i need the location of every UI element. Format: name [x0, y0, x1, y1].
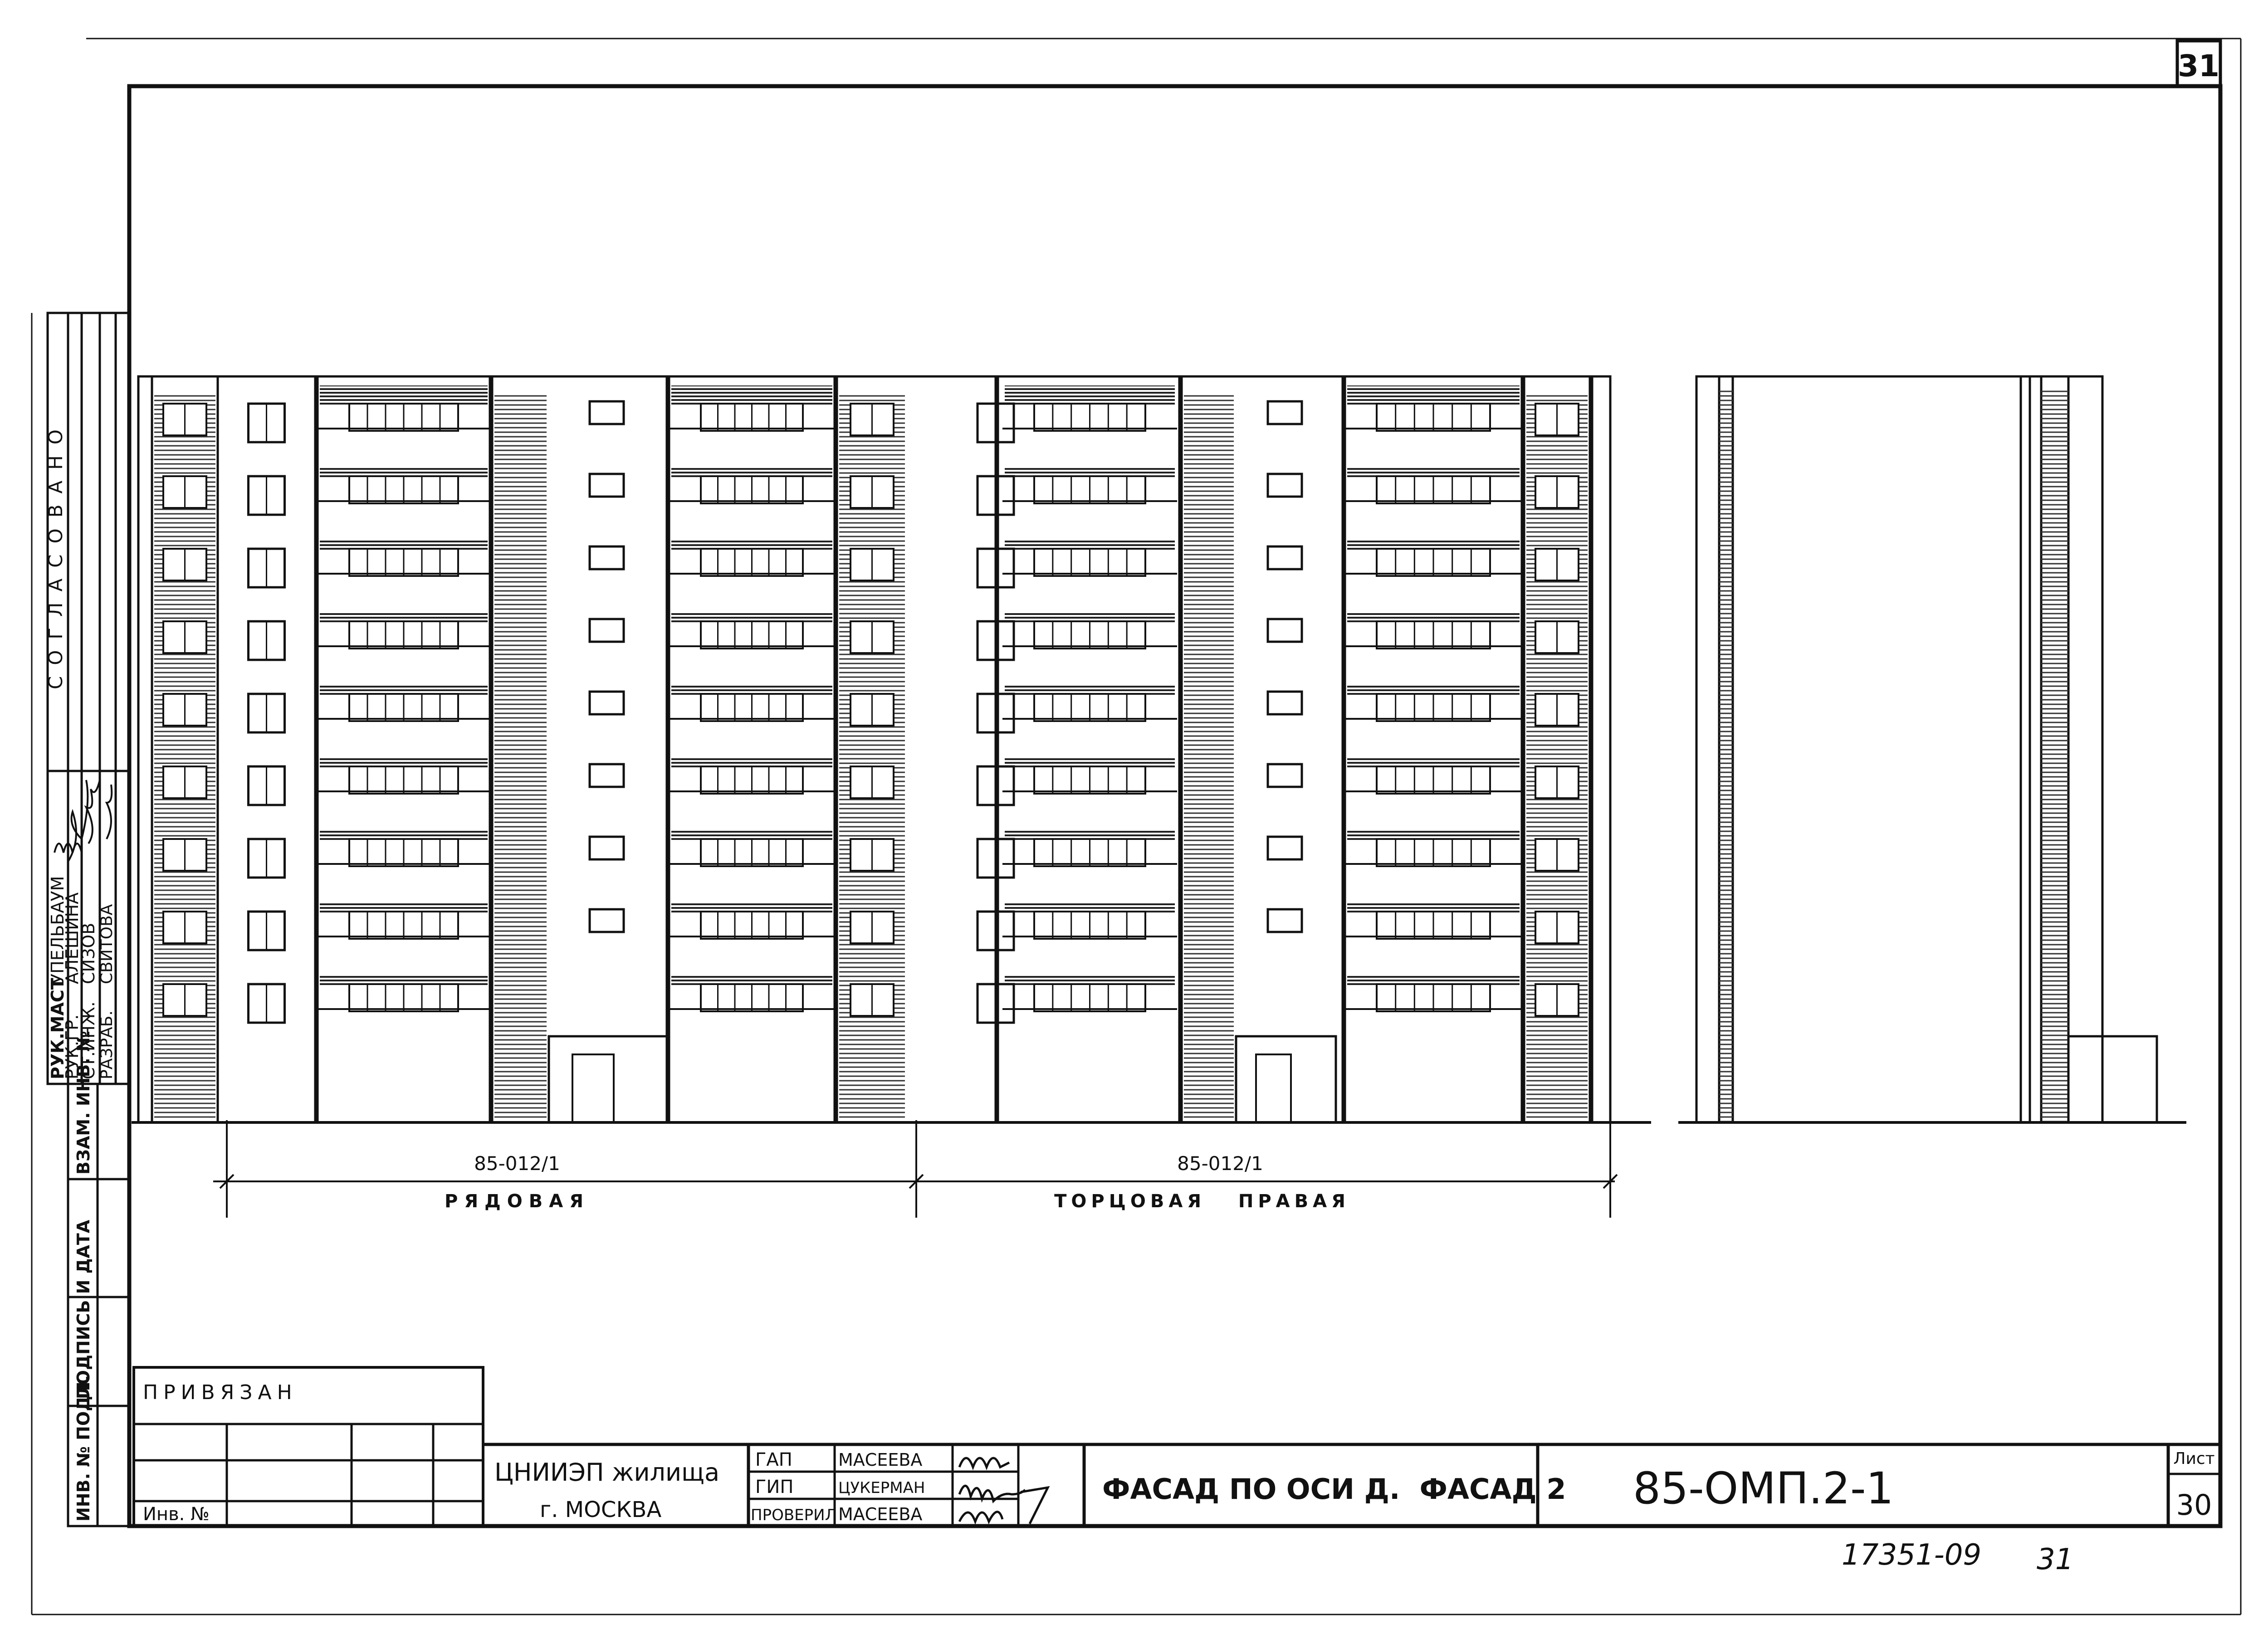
hatched-wall [1184, 395, 1234, 1120]
hatched-wall [494, 395, 547, 1120]
name-gap: МАСЕЕВА [838, 1450, 922, 1470]
right-caption: ТОРЦОВАЯ ПРАВАЯ [1054, 1191, 1350, 1212]
stair-window [1266, 763, 1303, 788]
sheet-label: Лист [2173, 1449, 2214, 1468]
approval-name-3: СИЗОВ [78, 923, 98, 984]
end-elevation-hatch [1719, 390, 1733, 1122]
org-city: г. МОСКВА [540, 1497, 661, 1522]
entrance-door [572, 1054, 615, 1123]
end-entrance-block [2067, 1035, 2158, 1124]
approval-role-1: РУК.МАСТ [48, 978, 68, 1079]
drawing-code: 85-ОМП.2-1 [1633, 1463, 1894, 1514]
corner-page-number: 31 [2178, 49, 2219, 83]
approval-title: СОГЛАСОВАНО [44, 419, 67, 689]
approval-name-2: АЛЕШИНА [62, 893, 82, 984]
inv-label: Инв. № [143, 1504, 210, 1525]
entrance [1235, 1035, 1337, 1124]
stair-window [588, 400, 625, 425]
stair-window [1266, 400, 1303, 425]
stair-window [1266, 690, 1303, 716]
bound-label: ПРИВЯЗАН [143, 1381, 298, 1404]
role-gip: ГИП [755, 1477, 793, 1497]
stair-window [1266, 473, 1303, 498]
stair-window [1266, 908, 1303, 933]
sheet-number: 30 [2176, 1488, 2212, 1522]
bottom-note: 17351-09 [1842, 1538, 1981, 1572]
approval-role-4: РАЗРАБ. [98, 1010, 116, 1079]
right-dimension-label: 85-012/1 [1177, 1152, 1263, 1175]
building-facade [137, 375, 2158, 1124]
stair-window [1266, 545, 1303, 571]
field-sign-date: ПОДПИСЬ И ДАТА [73, 1219, 93, 1399]
stair-window [588, 545, 625, 571]
field-inv-podl: ИНВ. № ПОДЛ. [73, 1375, 93, 1522]
stair-window [588, 763, 625, 788]
approval-name-4: СВИТОВА [98, 904, 116, 984]
sheet-frame [31, 38, 2242, 1615]
title-block: ПРИВЯЗАН Инв. № ЦНИИЭП жилища г. МОСКВА … [132, 1366, 2220, 1527]
name-gip: ЦУКЕРМАН [838, 1479, 925, 1497]
approval-signatures [54, 780, 113, 863]
role-checked: ПРОВЕРИЛ [751, 1506, 836, 1524]
bottom-page: 31 [2037, 1543, 2073, 1576]
stair-window [588, 835, 625, 861]
end-elevation-hatch [2041, 390, 2068, 1122]
approval-role-3: СТ.ИНЖ. [78, 1001, 98, 1079]
corner-page-box: 31 [2175, 39, 2222, 88]
stair-window [588, 473, 625, 498]
left-dimension-label: 85-012/1 [474, 1152, 560, 1175]
entrance [547, 1035, 668, 1124]
stair-window [1266, 618, 1303, 643]
stair-window [588, 618, 625, 643]
role-gap: ГАП [755, 1449, 792, 1470]
left-caption: РЯДОВАЯ [445, 1191, 590, 1212]
stair-window [588, 690, 625, 716]
dimension-lines [213, 1120, 1618, 1218]
field-inv-zam: ВЗАМ. ИНВ. № [73, 1031, 93, 1175]
org-name: ЦНИИЭП жилища [494, 1458, 719, 1487]
approval-stamp: СОГЛАСОВАНО РУК.МАСТ РУК.ГР. СТ.ИНЖ. РАЗ… [44, 312, 131, 1527]
title-block-signatures [958, 1457, 1050, 1525]
approval-role-2: РУК.ГР. [62, 1015, 82, 1079]
drawing-title: ФАСАД ПО ОСИ Д. ФАСАД 2 [1102, 1473, 1566, 1506]
name-checked: МАСЕЕВА [838, 1504, 922, 1524]
approval-name-1: УПЕЛЬБАУМ [48, 876, 68, 984]
entrance-door [1255, 1054, 1292, 1123]
stair-window [1266, 835, 1303, 861]
stair-window [588, 908, 625, 933]
